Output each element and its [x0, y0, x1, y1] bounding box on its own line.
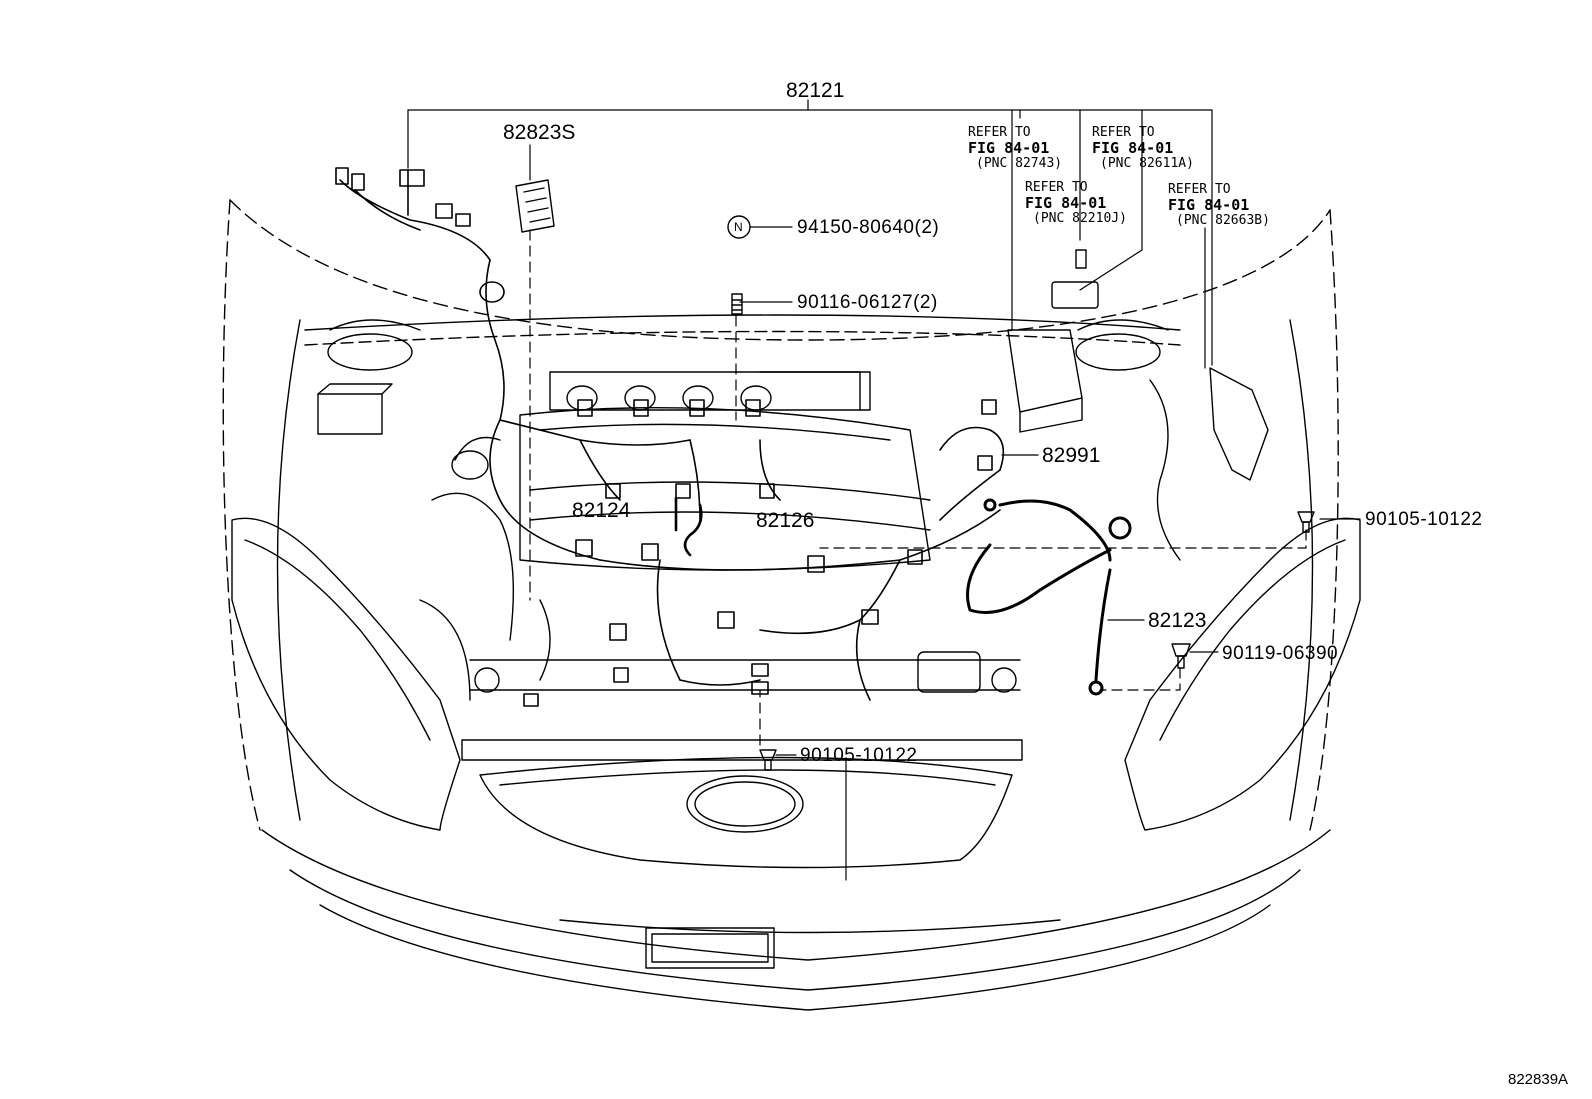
note-circle	[727, 215, 751, 239]
leader-lines	[407, 99, 1361, 881]
refer-line3: (PNC 82663B)	[1176, 213, 1270, 228]
refer-line3: (PNC 82743)	[976, 156, 1063, 171]
refer-note-82663b: REFER TO FIG 84-01 (PNC 82663B)	[1168, 183, 1270, 227]
part-label-82126: 82126	[756, 509, 815, 532]
refer-line2: FIG 84-01	[1092, 139, 1174, 157]
refer-note-82611a: REFER TO FIG 84-01 (PNC 82611A)	[1092, 126, 1194, 170]
part-label-82121: 82121	[786, 79, 845, 102]
refer-line1: REFER TO	[1092, 125, 1155, 140]
bolt-90119-icon	[1171, 643, 1191, 669]
part-label-90105-right: 90105-10122	[1365, 509, 1483, 530]
refer-line1: REFER TO	[1168, 182, 1231, 197]
refer-line3: (PNC 82611A)	[1100, 156, 1194, 171]
bolt-90105-right-icon	[1297, 511, 1315, 533]
battery-cable	[966, 498, 1132, 696]
refer-note-82743: REFER TO FIG 84-01 (PNC 82743)	[968, 126, 1062, 170]
wiring-harness	[335, 167, 1005, 707]
stud-bolt-90116-icon	[731, 293, 743, 315]
part-label-82123: 82123	[1148, 609, 1207, 632]
bolt-90105-bottom-icon	[759, 749, 777, 771]
refer-line2: FIG 84-01	[1168, 196, 1250, 214]
part-label-82991: 82991	[1042, 444, 1101, 467]
connector-82823s-icon	[515, 179, 555, 233]
figure-id: 822839A	[1508, 1071, 1569, 1088]
part-label-94150: 94150-80640(2)	[797, 217, 940, 238]
refer-line3: (PNC 82210J)	[1033, 211, 1127, 226]
part-label-90119: 90119-06390	[1222, 643, 1339, 664]
note-marker-n: N	[734, 220, 743, 234]
refer-line1: REFER TO	[968, 125, 1031, 140]
part-label-90105-bottom: 90105-10122	[800, 745, 918, 766]
refer-line1: REFER TO	[1025, 180, 1088, 195]
refer-note-82210j: REFER TO FIG 84-01 (PNC 82210J)	[1025, 181, 1127, 225]
car-body-outline	[222, 199, 1361, 1011]
refer-line2: FIG 84-01	[1025, 194, 1107, 212]
part-label-82823s: 82823S	[503, 121, 576, 144]
ground-straps	[674, 496, 703, 557]
engine-bay	[317, 249, 1269, 701]
refer-line2: FIG 84-01	[968, 139, 1050, 157]
part-label-90116: 90116-06127(2)	[797, 292, 938, 313]
part-label-82124: 82124	[572, 499, 631, 522]
